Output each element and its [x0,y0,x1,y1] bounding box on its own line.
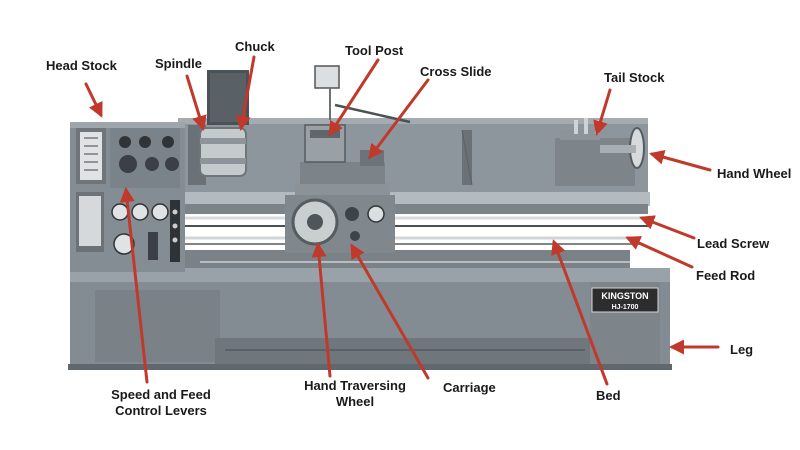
label-hand-wheel: Hand Wheel [717,166,792,181]
label-speed-feed-levers-line2: Control Levers [115,403,207,418]
label-feed-rod: Feed Rod [696,268,756,283]
carriage-assembly [285,183,395,253]
arrow-speed-feed-levers [119,187,149,384]
leader-arrows [84,55,720,386]
arrow-cross-slide [368,78,430,160]
label-tail-stock: Tail Stock [604,70,665,85]
lathe-machine: KINGSTON HJ-1700 [68,65,672,370]
steady-rest [461,129,473,186]
arrow-head-stock [84,82,103,118]
arrow-spindle [185,74,207,131]
arrow-lead-screw [639,215,696,240]
nameplate-model: HJ-1700 [612,304,639,311]
arrow-hand-traversing-wheel [311,242,332,378]
tailstock-body [555,118,645,186]
label-speed-feed-levers-line1: Speed and Feed [111,387,211,402]
arrow-chuck [235,55,256,131]
label-hand-traversing-wheel-line2: Wheel [335,394,375,409]
label-speed-feed-levers: Speed and Feed Control Levers [96,387,226,419]
label-chuck: Chuck [235,39,275,54]
arrow-tool-post [328,58,380,137]
label-bed: Bed [596,388,621,403]
label-leg: Leg [730,342,754,357]
arrow-tail-stock [593,88,612,136]
arrow-hand-wheel [649,149,712,172]
lead-screw-feed-rod [185,216,648,263]
nameplate-brand: KINGSTON [601,291,648,301]
brand-nameplate: KINGSTON HJ-1700 [591,287,659,313]
label-hand-traversing-wheel-line1: Hand Traversing [304,378,406,393]
label-hand-traversing-wheel: Hand Traversing Wheel [290,378,420,410]
label-lead-screw: Lead Screw [697,236,770,251]
arrow-bed [551,239,609,386]
label-spindle: Spindle [155,56,202,71]
label-tool-post: Tool Post [345,43,404,58]
label-head-stock: Head Stock [46,58,117,73]
arrow-feed-rod [625,236,694,269]
label-cross-slide: Cross Slide [420,64,492,79]
label-carriage: Carriage [443,380,496,395]
arrow-carriage [350,243,430,380]
